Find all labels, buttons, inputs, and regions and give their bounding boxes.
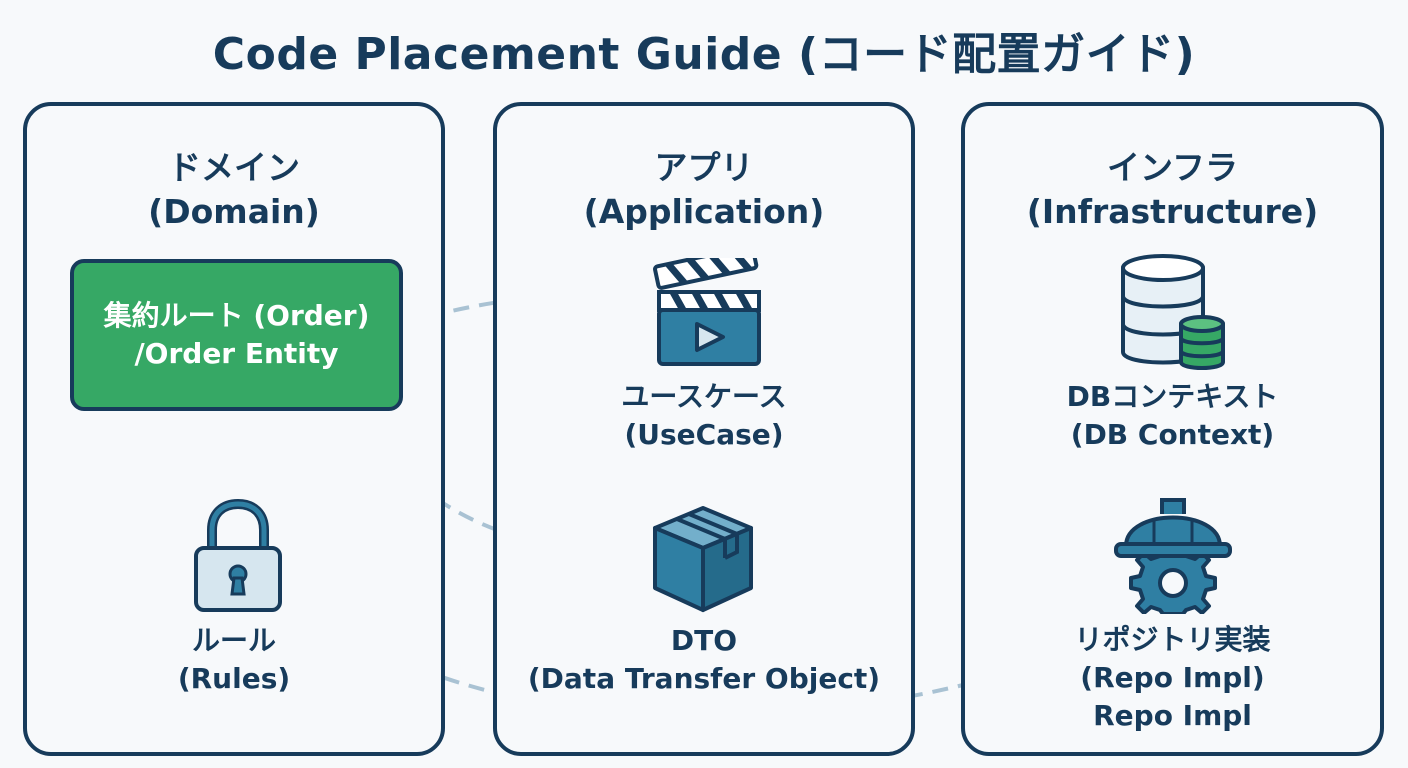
dto-title: DTO	[670, 624, 738, 657]
rules-label-jp: ルール	[191, 624, 276, 657]
aggregate-line1: 集約ルート (Order)	[103, 299, 370, 332]
infrastructure-heading-jp: インフラ	[1106, 148, 1238, 187]
repo-impl-label-extra: Repo Impl	[1093, 699, 1252, 732]
application-panel: アプリ (Application) ユースケース (UseCase) DTO (…	[493, 102, 915, 756]
repo-impl-label-en: (Repo Impl)	[1080, 661, 1265, 694]
dto-caption: DTO (Data Transfer Object)	[497, 622, 911, 698]
repo-impl-caption: リポジトリ実装 (Repo Impl) Repo Impl	[965, 621, 1380, 735]
db-context-caption: DBコンテキスト (DB Context)	[965, 378, 1380, 454]
infrastructure-panel: インフラ (Infrastructure) DBコンテキスト (DB Conte…	[961, 102, 1384, 756]
usecase-label-jp: ユースケース	[621, 380, 787, 413]
rules-label-en: (Rules)	[177, 662, 291, 695]
box-icon	[653, 506, 753, 612]
application-heading-en: (Application)	[583, 192, 825, 231]
domain-heading-en: (Domain)	[148, 192, 320, 231]
database-icon	[1121, 254, 1225, 370]
infrastructure-heading-en: (Infrastructure)	[1026, 192, 1319, 231]
domain-heading-jp: ドメイン	[168, 148, 300, 187]
aggregate-root-box[interactable]: 集約ルート (Order) /Order Entity	[70, 259, 403, 411]
application-heading-jp: アプリ	[654, 148, 754, 187]
aggregate-line2: /Order Entity	[134, 337, 339, 370]
db-context-label-en: (DB Context)	[1070, 418, 1275, 451]
usecase-caption: ユースケース (UseCase)	[497, 378, 911, 454]
dto-description: (Data Transfer Object)	[527, 662, 881, 695]
padlock-icon	[194, 498, 282, 612]
clapperboard-icon	[653, 258, 761, 366]
page-title: Code Placement Guide (コード配置ガイド)	[212, 29, 1196, 80]
db-context-label-jp: DBコンテキスト	[1066, 380, 1279, 413]
hardhat-gear-icon	[1114, 498, 1232, 614]
rules-caption: ルール (Rules)	[27, 622, 441, 698]
repo-impl-label-jp: リポジトリ実装	[1074, 623, 1271, 656]
usecase-label-en: (UseCase)	[624, 418, 784, 451]
domain-panel: ドメイン (Domain) 集約ルート (Order) /Order Entit…	[23, 102, 445, 756]
